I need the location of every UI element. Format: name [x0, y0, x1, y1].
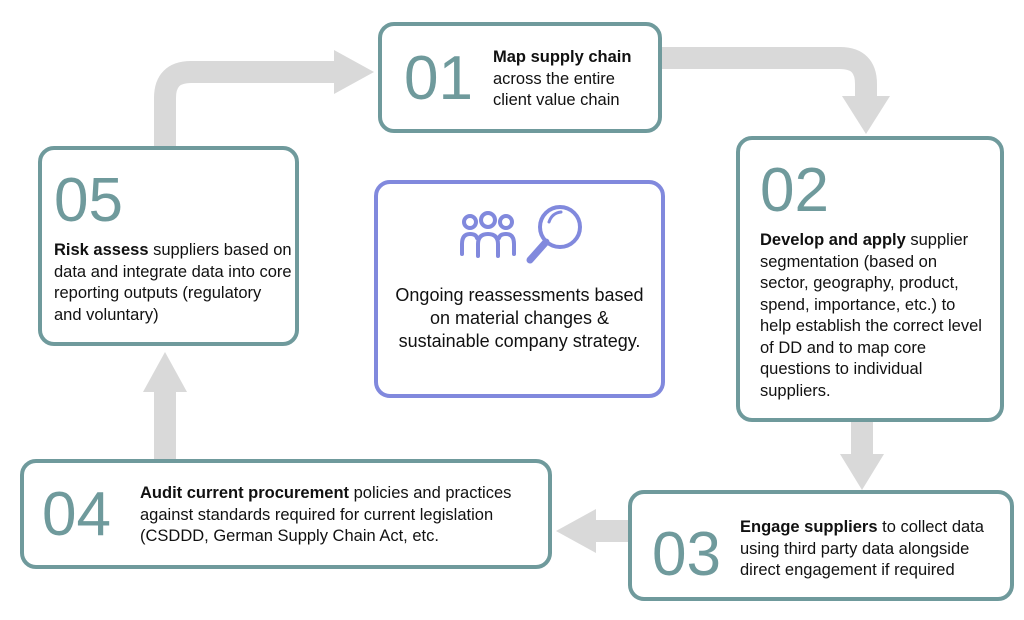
step-description: Risk assess suppliers based on data and … [54, 240, 292, 326]
center-description: Ongoing reassessments based on material … [395, 285, 644, 351]
center-icons [460, 205, 582, 264]
step-number: 01 [404, 44, 473, 113]
step-description: Engage suppliers to collect data using t… [740, 517, 1005, 582]
step-description: Map supply chain across the entire clien… [493, 47, 653, 112]
step-description: Audit current procurement policies and p… [140, 483, 540, 548]
step-number: 03 [652, 520, 721, 589]
step-keyword: Risk assess [54, 241, 149, 259]
arrow-05-to-01 [154, 61, 336, 146]
step-description: Develop and apply supplier segmentation … [760, 230, 988, 402]
step-number: 05 [54, 166, 123, 235]
arrowhead-05 [143, 352, 187, 392]
step-detail: supplier segmentation (based on sector, … [760, 231, 982, 400]
step-02-box: 02 Develop and apply supplier segmentati… [736, 136, 1004, 422]
magnifying-glass-icon [526, 205, 582, 264]
step-keyword: Engage suppliers [740, 518, 878, 536]
step-detail: policies and practices against standards… [140, 484, 512, 545]
step-number: 02 [760, 156, 829, 225]
step-03-box: 03 Engage suppliers to collect data usin… [628, 490, 1014, 601]
step-05-box: 05 Risk assess suppliers based on data a… [38, 146, 299, 346]
step-detail: across the entire client value chain [493, 69, 620, 110]
step-detail: suppliers based on data and integrate da… [54, 241, 292, 324]
arrowhead-01 [334, 50, 374, 94]
arrowhead-04 [556, 509, 596, 553]
people-group-icon [460, 211, 516, 258]
step-04-box: 04 Audit current procurement policies an… [20, 459, 552, 569]
step-number: 04 [42, 480, 111, 549]
arrow-01-to-02 [662, 47, 877, 100]
center-reassessment-box: Ongoing reassessments based on material … [374, 180, 665, 398]
arrowhead-03 [840, 454, 884, 490]
step-keyword: Audit current procurement [140, 484, 350, 502]
step-01-box: 01 Map supply chain across the entire cl… [378, 22, 662, 133]
step-keyword: Develop and apply [760, 231, 906, 249]
step-keyword: Map supply chain [493, 48, 632, 66]
arrowhead-02 [842, 96, 890, 134]
step-detail: to collect data using third party data a… [740, 518, 984, 579]
